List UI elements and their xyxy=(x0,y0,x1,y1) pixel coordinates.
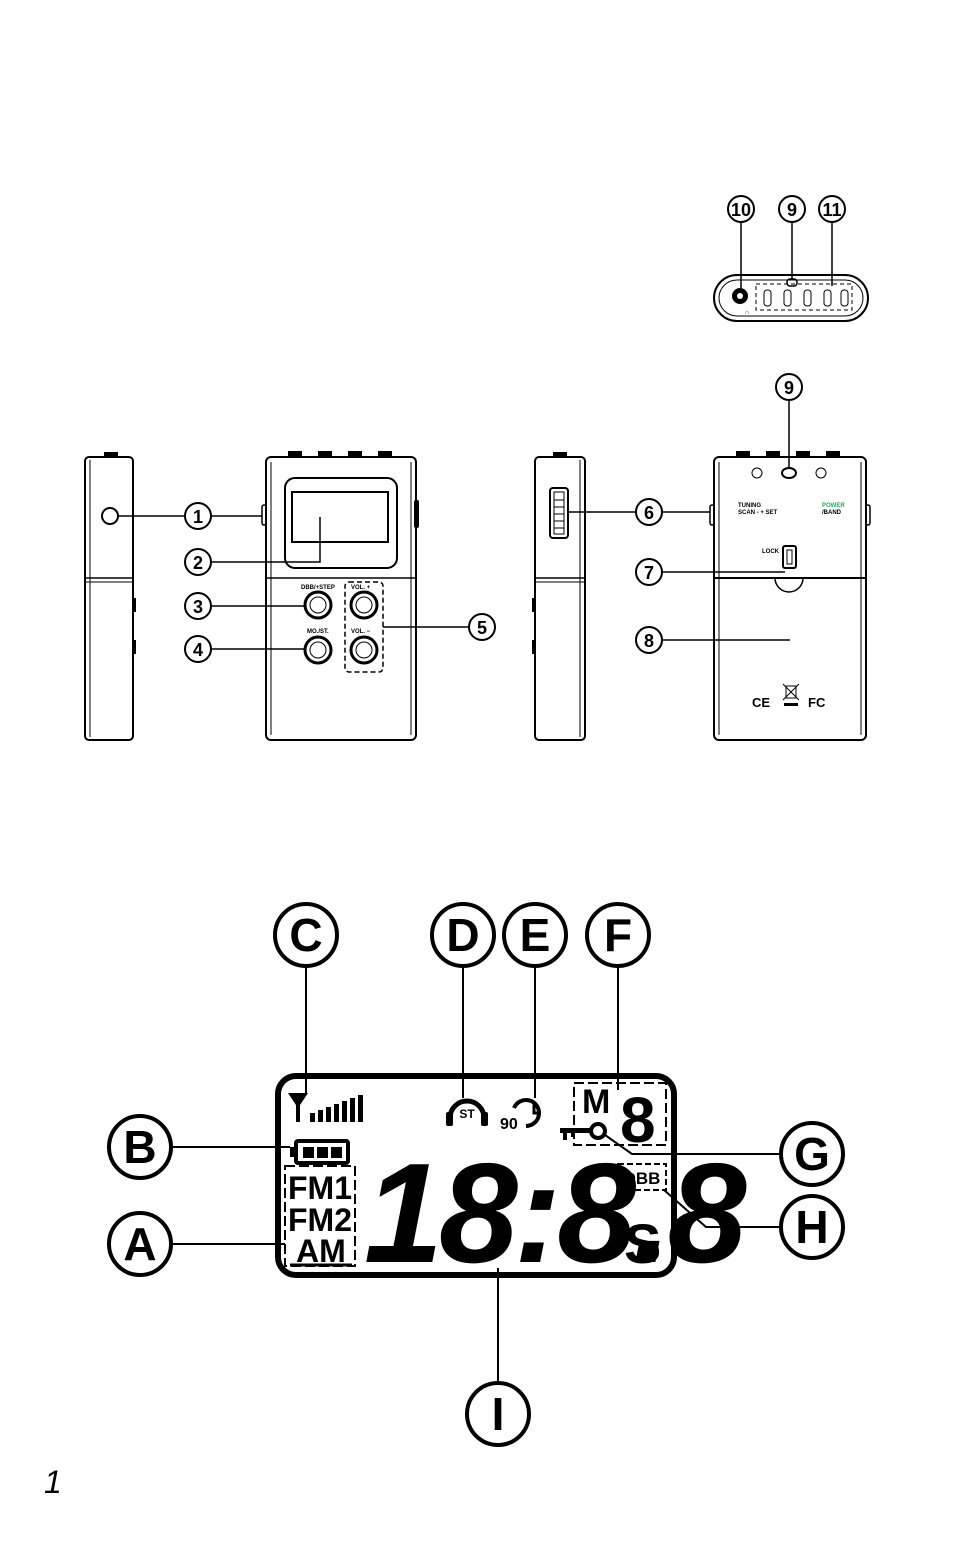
dbb-indicator: DBB xyxy=(624,1169,661,1188)
callout-D: D xyxy=(430,902,496,968)
svg-text:B: B xyxy=(123,1121,156,1173)
svg-text:ST: ST xyxy=(459,1107,475,1121)
svg-text:I: I xyxy=(492,1388,505,1440)
callout-1: 1 xyxy=(184,502,212,530)
signal-bars-icon xyxy=(310,1095,363,1122)
svg-text:2: 2 xyxy=(193,553,203,573)
timer-value: 90 xyxy=(500,1116,518,1133)
mo-st-button[interactable] xyxy=(303,635,333,665)
tuning-label: TUNING xyxy=(738,503,761,509)
svg-text:D: D xyxy=(446,909,479,961)
sleep-timer-icon: 90 xyxy=(500,1098,541,1133)
callout-C: C xyxy=(273,902,339,968)
svg-text:G: G xyxy=(794,1128,830,1180)
leader-lines-right xyxy=(568,400,790,641)
callout-H: H xyxy=(779,1194,845,1260)
callout-4: 4 xyxy=(184,635,212,663)
mo-st-label: MO./ST. xyxy=(307,629,329,635)
callout-E: E xyxy=(502,902,568,968)
power-label: POWER xyxy=(822,503,845,509)
lcd-frame xyxy=(275,1073,677,1278)
callout-8: 8 xyxy=(635,626,663,654)
callout-9-back: 9 xyxy=(775,373,803,401)
svg-text:F: F xyxy=(604,909,632,961)
left-side-view xyxy=(84,452,136,741)
strap-hole xyxy=(781,467,797,479)
svg-text:E: E xyxy=(520,909,551,961)
callout-B: B xyxy=(107,1114,173,1180)
svg-text:8: 8 xyxy=(644,631,654,651)
callout-3: 3 xyxy=(184,592,212,620)
headphone-icon: ∩ xyxy=(745,310,749,316)
band-label: /BAND xyxy=(822,510,842,516)
leader-lines-lcd xyxy=(172,966,780,1383)
svg-text:5: 5 xyxy=(477,618,487,638)
dbb-step-button[interactable] xyxy=(303,590,333,620)
lock-switch[interactable] xyxy=(782,545,797,569)
fcc-mark: FC xyxy=(808,695,826,710)
memory-indicator: M xyxy=(582,1083,610,1121)
dbb-step-label: DBB/+STEP xyxy=(301,585,335,591)
svg-text:6: 6 xyxy=(644,503,654,523)
top-view: ∩ 10 9 11 xyxy=(713,195,869,322)
vol-down-label: VOL. − xyxy=(351,629,371,635)
callout-A: A xyxy=(107,1211,173,1277)
callout-F: F xyxy=(585,902,651,968)
battery-icon xyxy=(290,1139,350,1165)
scan-set-label: SCAN - + SET xyxy=(738,510,778,516)
key-lock-icon xyxy=(560,1122,607,1140)
callout-I: I xyxy=(465,1381,531,1447)
band-am: AM xyxy=(296,1233,346,1269)
svg-text:1: 1 xyxy=(193,507,203,527)
ce-mark: CE xyxy=(752,695,770,710)
band-fm2: FM2 xyxy=(288,1202,352,1238)
lcd-detail: FM1 FM2 AM ST 90 M 8 DBB xyxy=(275,1073,751,1293)
lcd-window xyxy=(291,491,389,543)
callout-6: 6 xyxy=(635,498,663,526)
svg-text:C: C xyxy=(289,909,322,961)
svg-text:9: 9 xyxy=(784,378,794,398)
svg-text:11: 11 xyxy=(822,200,841,220)
callout-10: 10 xyxy=(727,195,755,223)
callout-11: 11 xyxy=(818,195,846,223)
front-view: DBB/+STEP MO./ST. VOL. + VOL. − xyxy=(261,451,419,741)
frequency-suffix: S xyxy=(624,1212,661,1275)
page-number: 1 xyxy=(44,1464,62,1500)
svg-text:H: H xyxy=(795,1201,828,1253)
svg-text:A: A xyxy=(123,1218,156,1270)
leader-lines-left xyxy=(118,515,469,650)
memory-digit: 8 xyxy=(620,1084,656,1156)
weee-bin-icon xyxy=(782,683,800,706)
signal-antenna-icon xyxy=(288,1093,308,1122)
back-view: TUNING SCAN - + SET POWER /BAND LOCK CE … xyxy=(709,451,871,741)
lock-label: LOCK xyxy=(762,549,780,555)
callout-G: G xyxy=(779,1121,845,1187)
svg-text:10: 10 xyxy=(731,200,751,220)
stereo-headphone-icon: ST xyxy=(446,1098,488,1126)
band-fm1: FM1 xyxy=(288,1170,352,1206)
vol-up-label: VOL. + xyxy=(351,585,371,591)
tuning-wheel[interactable] xyxy=(549,487,569,539)
svg-text:7: 7 xyxy=(644,563,654,583)
earphone-jack-side xyxy=(101,507,119,525)
svg-text:9: 9 xyxy=(787,200,797,220)
svg-text:4: 4 xyxy=(193,640,203,660)
callout-9-top: 9 xyxy=(778,195,806,223)
callout-2: 2 xyxy=(184,548,212,576)
callout-7: 7 xyxy=(635,558,663,586)
callout-5: 5 xyxy=(468,613,496,641)
frequency-digits: 18:8.8 xyxy=(364,1134,747,1293)
top-buttons xyxy=(763,289,849,307)
vol-up-button[interactable] xyxy=(349,590,379,620)
svg-text:3: 3 xyxy=(193,597,203,617)
vol-down-button[interactable] xyxy=(349,635,379,665)
right-side-view xyxy=(532,452,586,741)
